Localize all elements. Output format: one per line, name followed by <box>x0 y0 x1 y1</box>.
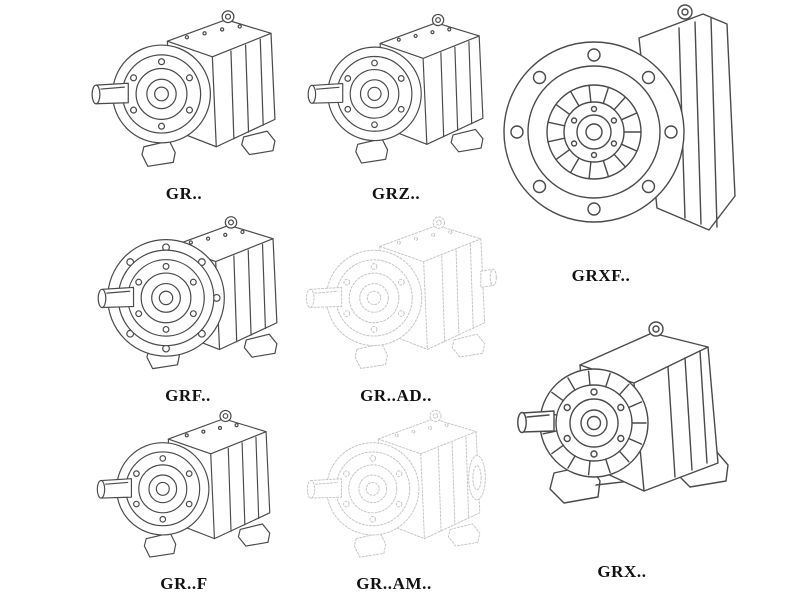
figure-label-grxf: GRXF.. <box>571 266 631 285</box>
figure-gr: GR.. <box>78 4 290 208</box>
gearbox-drawing-grfoot <box>78 404 290 570</box>
figure-label-gram: GR..AM.. <box>356 574 432 593</box>
figure-grx: GRX.. <box>492 300 792 592</box>
gearbox-drawing-grf <box>82 210 294 382</box>
figure-label-grz: GRZ.. <box>371 184 421 203</box>
figure-grxf: GRXF.. <box>488 0 790 296</box>
gearbox-drawing-grx <box>517 321 729 504</box>
gearbox-drawing-grxf <box>503 4 736 231</box>
figure-label-grx: GRX.. <box>597 562 647 581</box>
figure-label-grad: GR..AD.. <box>360 386 432 405</box>
gearbox-drawing-gram <box>294 404 494 570</box>
figure-grf: GRF.. <box>82 210 294 410</box>
figure-label-grfoot: GR..F <box>160 574 208 593</box>
gearbox-drawing-grz <box>296 4 496 180</box>
figure-grz: GRZ.. <box>296 4 496 208</box>
gearbox-drawing-gr <box>78 4 290 180</box>
figure-label-grf: GRF.. <box>165 386 211 405</box>
figure-grfoot: GR..F <box>78 404 290 600</box>
gearbox-drawing-grad <box>294 210 498 382</box>
figure-gram: GR..AM.. <box>294 404 494 600</box>
figure-label-gr: GR.. <box>165 184 203 203</box>
figure-grad: GR..AD.. <box>294 210 498 410</box>
